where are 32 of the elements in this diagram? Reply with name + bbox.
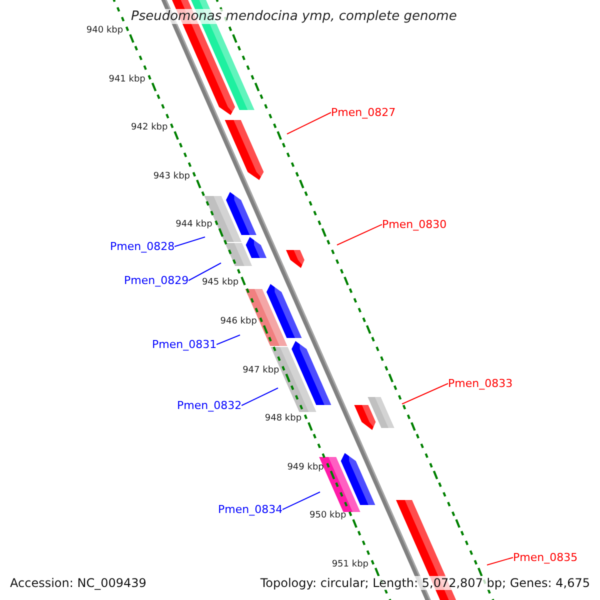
leader-line [188, 262, 222, 281]
leader-line [336, 224, 382, 246]
tick-label: 946 kbp [220, 316, 257, 328]
tick-label: 947 kbp [242, 365, 280, 376]
tick-label: 944 kbp [176, 220, 212, 230]
gene-label: Pmen_0828 [110, 240, 175, 253]
gene-label: Pmen_0835 [513, 551, 578, 564]
leader-line [216, 334, 240, 345]
gene-label: Pmen_0829 [124, 274, 189, 287]
gene-label: Pmen_0831 [152, 338, 217, 351]
gene-label: Pmen_0833 [448, 377, 513, 390]
tick-label: 949 kbp [287, 462, 324, 473]
accession-text: Accession: NC_009439 [8, 576, 148, 590]
tick-label: 940 kbp [86, 26, 124, 36]
tick-label: 943 kbp [153, 171, 190, 182]
tick-label: 951 kbp [332, 559, 368, 570]
tick-label: 948 kbp [264, 414, 302, 424]
tick-label: 942 kbp [131, 122, 168, 134]
leader-line [282, 492, 320, 510]
gene-label: Pmen_0834 [218, 503, 283, 516]
gene-label: Pmen_0832 [177, 399, 242, 412]
genome-summary-text: Topology: circular; Length: 5,072,807 bp; Genes: 4,675 [258, 576, 592, 590]
leader-line [241, 388, 278, 406]
leader-line [402, 383, 448, 404]
leader-line [174, 236, 206, 247]
gene-label: Pmen_0830 [382, 218, 447, 231]
leader-line [286, 112, 332, 134]
tick-label: 941 kbp [108, 74, 146, 85]
tick-label: 945 kbp [202, 277, 239, 288]
leader-line [486, 557, 514, 566]
tick-label: 950 kbp [310, 510, 346, 522]
gene-label: Pmen_0827 [331, 106, 396, 119]
